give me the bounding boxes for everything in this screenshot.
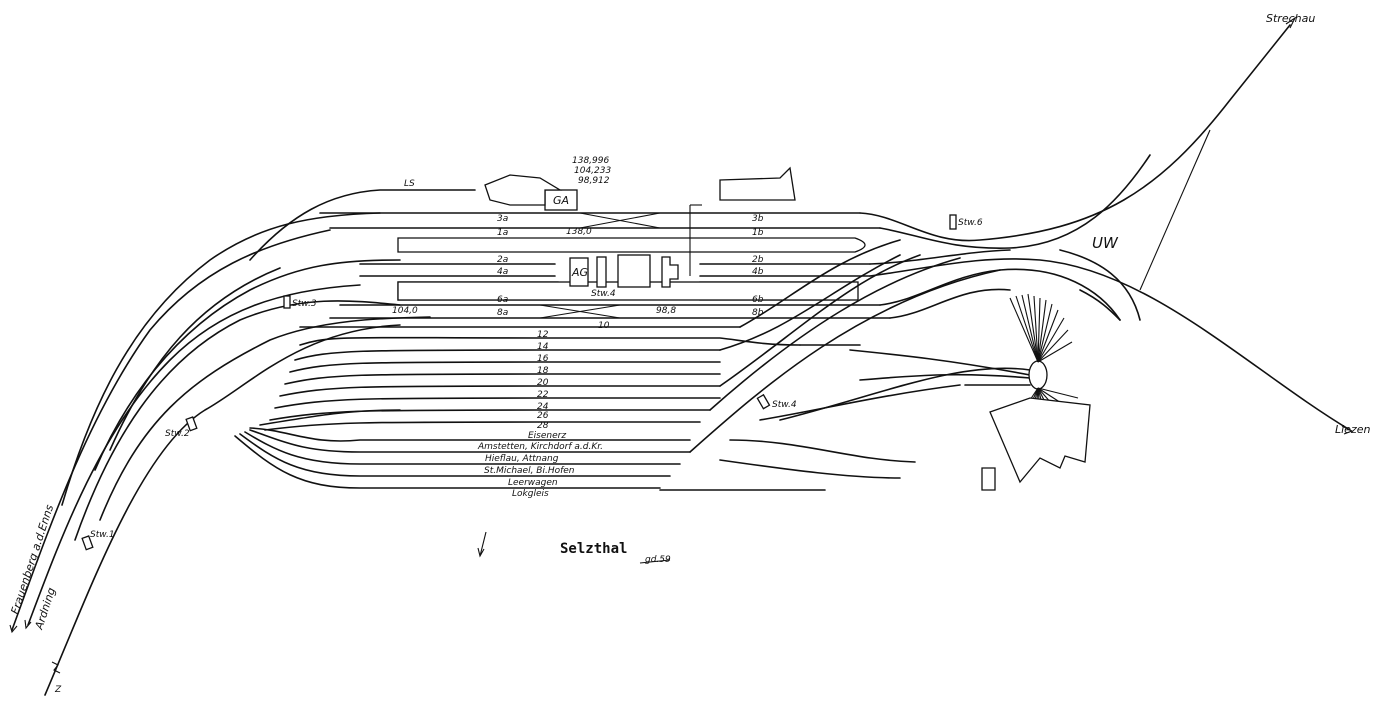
- label-ardning: Ardning: [32, 586, 58, 632]
- plan-title: Selzthal: [560, 541, 627, 557]
- label-strechau: Strechau: [1266, 12, 1315, 25]
- freight-yard: [234, 336, 826, 491]
- ardning-arrow: [24, 619, 32, 630]
- km-98-8: 98,8: [656, 306, 676, 316]
- yard-eisenerz: Eisenerz: [528, 431, 566, 441]
- yard-destination-labels: Eisenerz Amstetten, Kirchdorf a.d.Kr. Hi…: [477, 431, 603, 499]
- building-labels: LS GA AG UW: [404, 179, 1119, 279]
- label-ag: AG: [571, 266, 588, 279]
- gd-flourish: [639, 559, 671, 564]
- track-24: 24: [537, 402, 549, 412]
- label-stw-2: Stw.2: [165, 429, 190, 439]
- track-2b: 2b: [752, 255, 764, 265]
- track-number-labels: 3a 3b 1a 1b 2a 2b 4a 4b 6a 6b 8a 8b 10 1…: [497, 214, 764, 431]
- signal-box-markers: [81, 214, 957, 551]
- track-3b: 3b: [752, 214, 764, 224]
- track-1b: 1b: [752, 228, 764, 238]
- track-26: 26: [537, 411, 549, 421]
- track-6b: 6b: [752, 295, 764, 305]
- track-6a: 6a: [497, 295, 508, 305]
- track-2a: 2a: [497, 255, 508, 265]
- label-stw-4-station: Stw.4: [591, 289, 616, 299]
- eastern-throat: [689, 24, 1351, 479]
- track-8b: 8b: [752, 308, 764, 318]
- track-4a: 4a: [497, 267, 508, 277]
- track-16: 16: [537, 354, 549, 364]
- turntable: [981, 293, 1091, 491]
- km-138-996: 138,996: [572, 156, 609, 166]
- track-22: 22: [537, 390, 549, 400]
- track-8a: 8a: [497, 308, 508, 318]
- loading-track: [249, 189, 476, 261]
- km-104-233: 104,233: [574, 166, 611, 176]
- yard-lokgleis: Lokgleis: [512, 489, 549, 499]
- track-18: 18: [537, 366, 549, 376]
- label-stw-6: Stw.6: [958, 218, 983, 228]
- label-stw-4-yard: Stw.4: [772, 400, 797, 410]
- station-buildings: [484, 166, 796, 288]
- label-stw-3: Stw.3: [292, 299, 317, 309]
- km-104-0: 104,0: [392, 306, 418, 316]
- track-4b: 4b: [752, 267, 764, 277]
- strechau-arrow: [1285, 16, 1297, 29]
- track-12: 12: [537, 330, 549, 340]
- yard-st-michael: St.Michael, Bi.Hofen: [484, 466, 575, 476]
- track-3a: 3a: [497, 214, 508, 224]
- label-liezen: Liezen: [1335, 423, 1370, 436]
- label-z: Z: [54, 685, 62, 695]
- label-ls: LS: [404, 179, 415, 189]
- station-through-tracks: [299, 212, 891, 328]
- track-10: 10: [598, 321, 610, 331]
- track-14: 14: [537, 342, 549, 352]
- north-arrow: [477, 531, 487, 558]
- km-98-912: 98,912: [578, 176, 610, 186]
- author-mark: gd.59: [645, 555, 671, 565]
- western-approach-lines: [11, 212, 431, 696]
- label-uw: UW: [1092, 234, 1119, 252]
- kilometer-labels: 138,996 104,233 98,912 138,0 104,0 98,8: [392, 156, 676, 316]
- label-ga: GA: [553, 194, 569, 207]
- liezen-arrow: [1341, 425, 1354, 435]
- track-28: 28: [537, 421, 549, 431]
- roundhouse: [989, 397, 1091, 484]
- track-20: 20: [537, 378, 549, 388]
- yard-hieflau: Hieflau, Attnang: [485, 454, 559, 464]
- yard-amstetten: Amstetten, Kirchdorf a.d.Kr.: [477, 442, 603, 452]
- track-1a: 1a: [497, 228, 508, 238]
- yard-leerwagen: Leerwagen: [508, 478, 558, 488]
- direction-labels: Strechau Liezen Frauenberg a.d.Enns Ardn…: [8, 12, 1370, 695]
- label-stw-1: Stw.1: [90, 530, 115, 540]
- frauenberg-arrow: [9, 624, 18, 634]
- km-138-0: 138,0: [566, 227, 592, 237]
- signal-box-labels: Stw.1 Stw.2 Stw.3 Stw.4 Stw.4 Stw.6: [90, 218, 983, 540]
- break-mark: [51, 661, 61, 674]
- platforms: [397, 237, 866, 301]
